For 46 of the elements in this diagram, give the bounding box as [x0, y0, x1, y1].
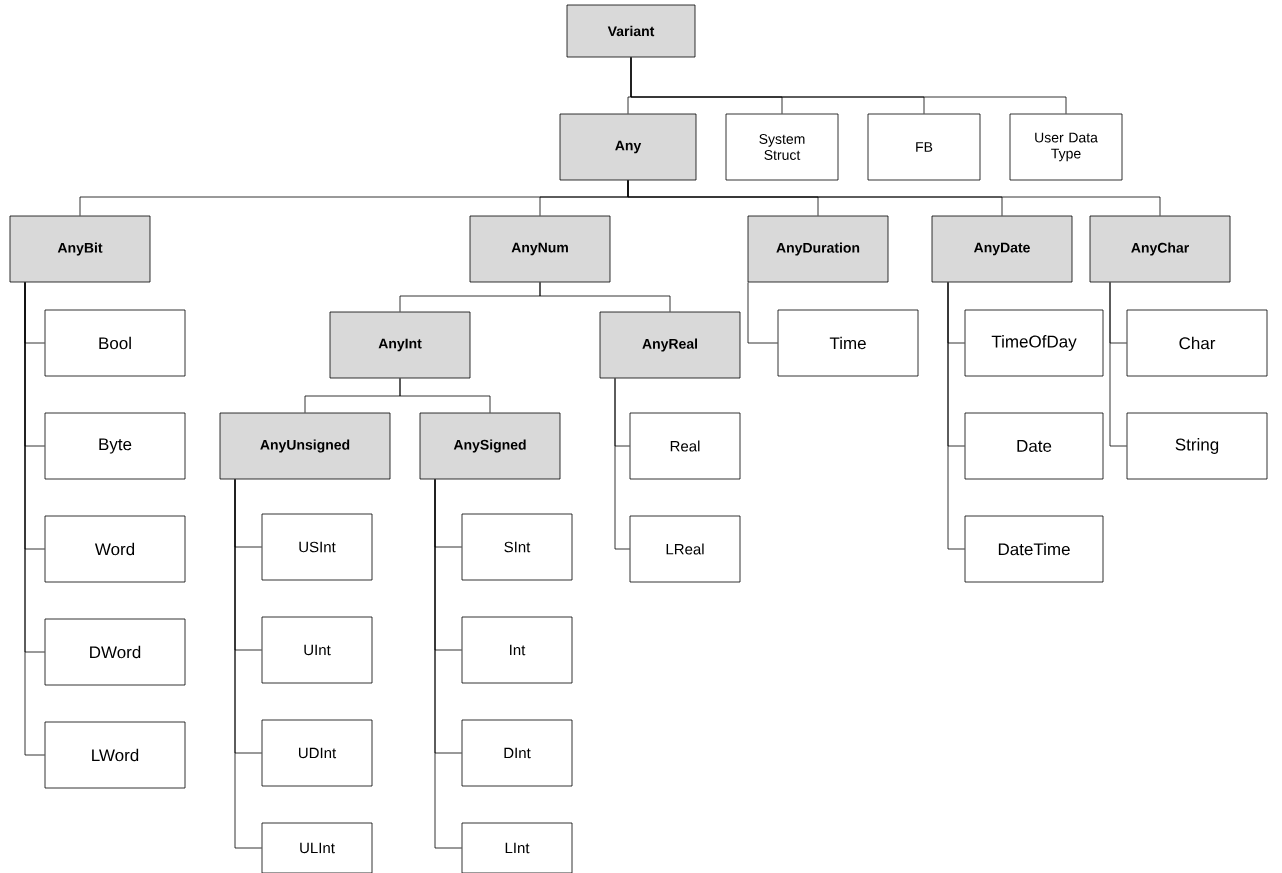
type-box: Real [629, 412, 741, 480]
type-box: DWord [44, 618, 186, 686]
type-box: Time [777, 309, 919, 377]
type-box: DInt [461, 719, 573, 787]
connector [539, 282, 671, 312]
type-box: System Struct [725, 113, 839, 181]
type-box: TimeOfDay [964, 309, 1104, 377]
type-box: AnyDate [931, 215, 1073, 283]
type-box: FB [867, 113, 981, 181]
type-box: Byte [44, 412, 186, 480]
type-box: Variant [566, 4, 696, 58]
connector [24, 282, 45, 756]
connector [1109, 282, 1127, 447]
type-box: Any [559, 113, 697, 181]
connector [627, 180, 1161, 216]
type-box: AnyNum [469, 215, 611, 283]
type-box: USInt [261, 513, 373, 581]
type-box: AnyChar [1089, 215, 1231, 283]
connector [947, 282, 965, 550]
connector [234, 479, 262, 849]
type-box: AnyReal [599, 311, 741, 379]
type-box: LReal [629, 515, 741, 583]
type-box: LInt [461, 822, 573, 873]
type-box: Char [1126, 309, 1268, 377]
type-box: AnyBit [9, 215, 151, 283]
type-box: Word [44, 515, 186, 583]
type-box: AnyUnsigned [219, 412, 391, 480]
type-box: UDInt [261, 719, 373, 787]
type-box: Bool [44, 309, 186, 377]
type-box: SInt [461, 513, 573, 581]
type-box: AnyDuration [747, 215, 889, 283]
connector [434, 479, 462, 849]
type-box: String [1126, 412, 1268, 480]
connector [630, 57, 1067, 114]
connector [399, 378, 491, 413]
type-box: AnySigned [419, 412, 561, 480]
type-box: LWord [44, 721, 186, 789]
type-box: AnyInt [329, 311, 471, 379]
connector [614, 378, 630, 550]
type-box: Date [964, 412, 1104, 480]
connector [747, 282, 778, 344]
type-box: User Data Type [1009, 113, 1123, 181]
type-box: DateTime [964, 515, 1104, 583]
type-box: Int [461, 616, 573, 684]
type-box: ULInt [261, 822, 373, 873]
type-box: UInt [261, 616, 373, 684]
